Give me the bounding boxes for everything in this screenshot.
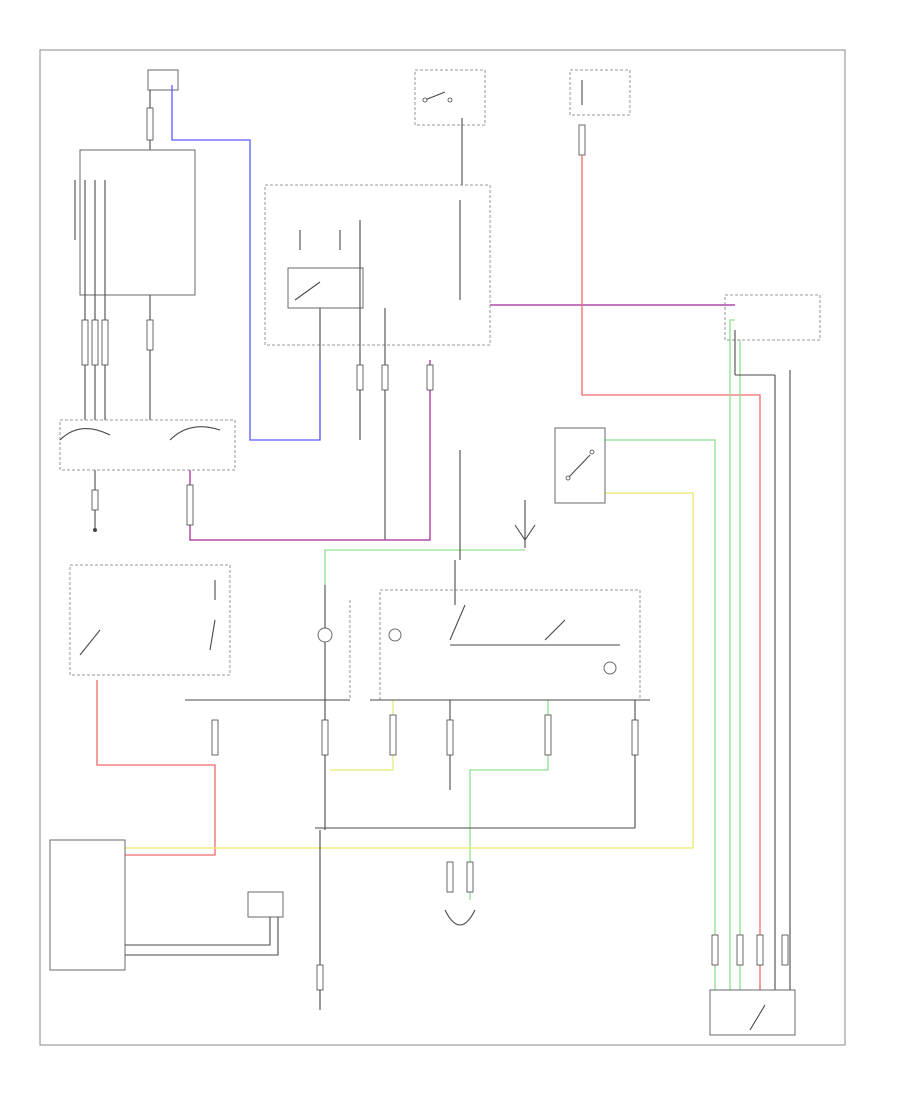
green-wire-lower <box>469 700 549 900</box>
fuse-block-top-right <box>569 69 631 156</box>
recirc-control-switch <box>370 450 650 701</box>
green-wire-pressure-top <box>605 439 716 990</box>
purple-wire-lower <box>189 360 431 541</box>
green-wire-connector <box>729 319 735 990</box>
red-wire-left <box>96 680 216 856</box>
top-left-connector <box>146 69 179 150</box>
blower-relay <box>287 267 364 309</box>
right-connector <box>724 294 821 990</box>
compressor-clutch-relay <box>709 370 796 1036</box>
lamp-icon <box>317 627 333 643</box>
yellow-wire-short <box>330 700 394 771</box>
blower-switch <box>59 419 236 532</box>
illumination-lamp <box>317 585 351 830</box>
splice-dot <box>93 528 97 532</box>
relay-box <box>264 184 491 540</box>
yellow-wire <box>125 492 694 849</box>
diode-pack <box>247 891 284 918</box>
ac-switch-assembly <box>69 564 350 701</box>
blue-wire <box>171 85 321 441</box>
lower-bus <box>211 700 639 1010</box>
red-wire-right <box>581 155 761 990</box>
lamp-icon <box>388 628 402 642</box>
ground-icon <box>514 500 536 548</box>
bottom-center-connector <box>444 861 476 926</box>
diagram-border <box>39 49 846 1046</box>
control-unit <box>49 839 284 971</box>
ignition-switch <box>414 69 486 185</box>
pressure-switch <box>554 427 606 504</box>
blower-resistor-block <box>74 149 196 420</box>
green-wire-center <box>324 549 525 585</box>
